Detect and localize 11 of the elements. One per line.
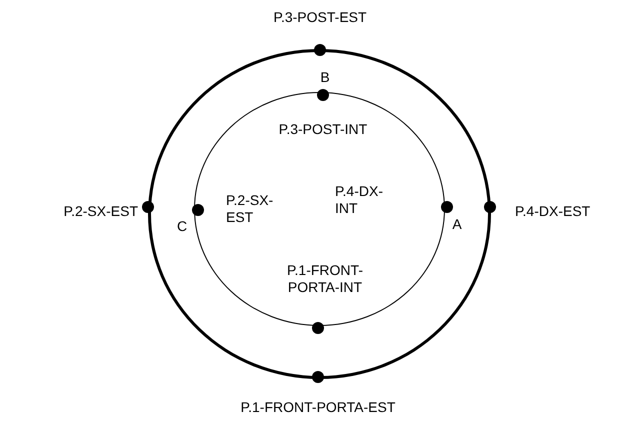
point-label: P.1-FRONT-PORTA-INT (286, 262, 364, 296)
point-label: P.4-DX-INT (335, 183, 384, 217)
point-label: B (319, 69, 331, 86)
point-label: A (451, 216, 463, 233)
point-label: P.4-DX-EST (515, 203, 592, 220)
point-label: P.3-POST-INT (278, 121, 368, 138)
point-label: P.2-SX-EST (226, 192, 274, 226)
point-label: P.1-FRONT-PORTA-EST (240, 399, 396, 416)
point-label: P.3-POST-EST (272, 9, 368, 26)
point-label: P.2-SX-EST (62, 203, 138, 220)
point-label: C (176, 218, 188, 235)
